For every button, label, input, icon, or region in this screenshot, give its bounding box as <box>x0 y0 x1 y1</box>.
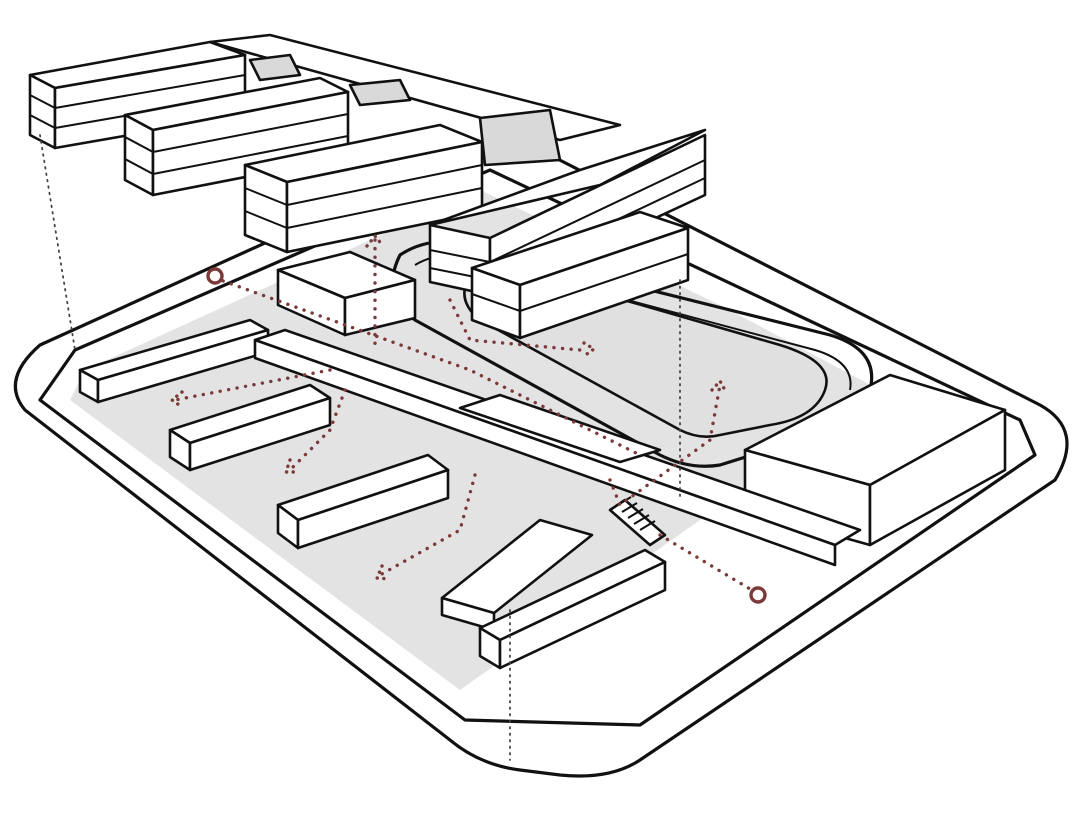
low-block-2 <box>168 383 332 472</box>
low-block-3 <box>276 453 450 550</box>
low-block-1 <box>78 318 270 404</box>
low-block-4 <box>440 518 594 632</box>
circulation-flows <box>169 233 757 594</box>
projection-guide-1 <box>39 134 76 351</box>
origin-node-southeast <box>749 586 767 604</box>
low-block-5 <box>478 548 667 670</box>
upper-bar-5 <box>470 210 690 340</box>
upper-bar-1 <box>28 40 247 150</box>
origin-node-west <box>206 267 224 285</box>
central-spine <box>253 328 862 567</box>
upper-bar-2 <box>123 76 350 197</box>
upper-connector <box>208 33 622 167</box>
upper-bar-3 <box>243 123 484 254</box>
